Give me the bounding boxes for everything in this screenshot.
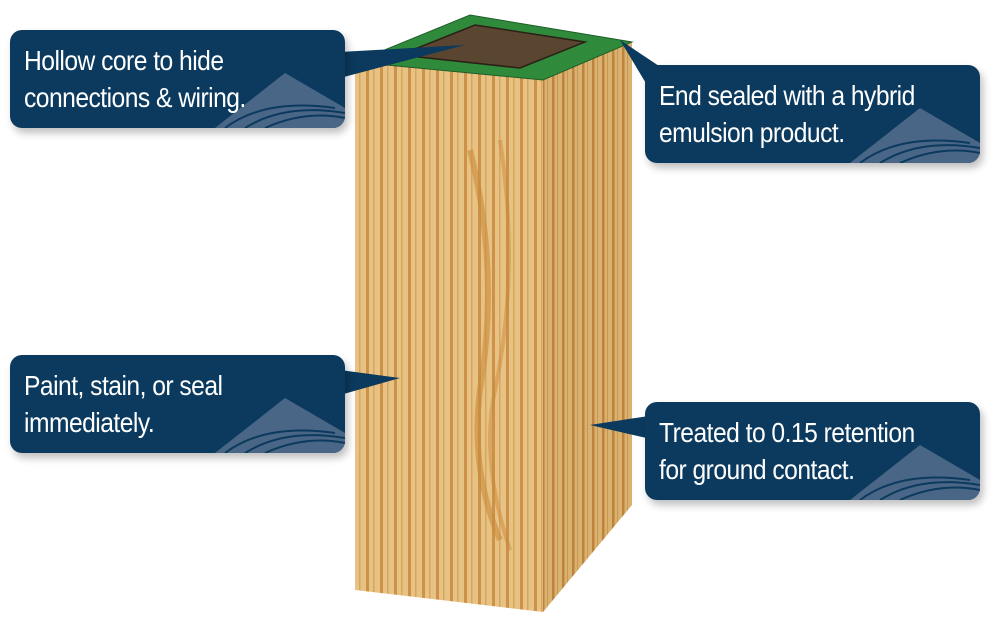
callout-line: Treated to 0.15 retention xyxy=(659,417,915,448)
hollow-core-opening xyxy=(400,25,585,68)
post-front-face xyxy=(355,62,543,612)
pointer-hollow-core xyxy=(340,45,465,78)
callout-line: for ground contact. xyxy=(659,454,855,485)
wood-grain-decoration xyxy=(215,73,345,128)
pointer-treated xyxy=(590,415,655,440)
post-side-face xyxy=(543,42,632,612)
callout-paint-stain: Paint, stain, or seal immediately. xyxy=(10,355,345,453)
callout-line: immediately. xyxy=(24,407,155,438)
callout-line: Paint, stain, or seal xyxy=(24,370,223,401)
callout-end-sealed: End sealed with a hybrid emulsion product… xyxy=(645,65,980,163)
pointer-paint xyxy=(340,370,400,395)
wood-grain-decoration xyxy=(850,108,980,163)
callout-line: End sealed with a hybrid xyxy=(659,80,915,111)
callout-hollow-core: Hollow core to hide connections & wiring. xyxy=(10,30,345,128)
callout-treated: Treated to 0.15 retention for ground cont… xyxy=(645,402,980,500)
wood-grain-decoration xyxy=(850,445,980,500)
callout-line: Hollow core to hide xyxy=(24,45,224,76)
callout-line: connections & wiring. xyxy=(24,82,246,113)
wood-grain-decoration xyxy=(215,398,345,453)
callout-line: emulsion product. xyxy=(659,117,845,148)
